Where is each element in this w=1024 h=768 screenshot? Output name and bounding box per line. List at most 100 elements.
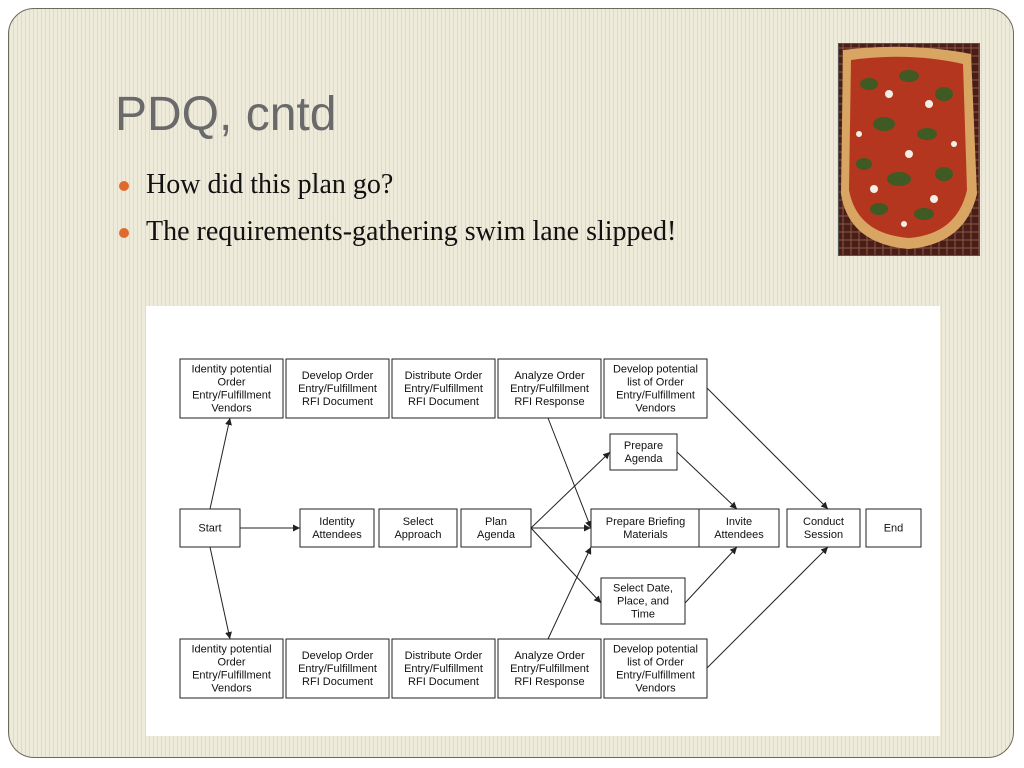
bullet-text: How did this plan go? xyxy=(146,169,394,200)
flow-node-label: Agenda xyxy=(477,529,516,541)
flow-node-label: Plan xyxy=(485,516,507,528)
flow-diagram-svg: Identity potentialOrderEntry/Fulfillment… xyxy=(179,358,922,699)
flow-node-label: Entry/Fulfillment xyxy=(404,383,483,395)
flow-arrow-bot5-conduct xyxy=(706,546,829,669)
flow-node-box xyxy=(590,508,701,548)
flow-node-label: Place, and xyxy=(617,596,669,608)
flow-node-label: Develop potential xyxy=(613,364,698,376)
flow-node-label: Identity potential xyxy=(191,364,271,376)
flow-node-label: Identity potential xyxy=(191,644,271,656)
flow-node-label: Invite xyxy=(726,516,752,528)
flow-node-label: Prepare Briefing xyxy=(606,516,686,528)
flow-node-label: RFI Document xyxy=(302,396,373,408)
flow-node-label: Attendees xyxy=(714,529,764,541)
flow-node-box xyxy=(600,577,686,625)
flow-arrow-plan-agenda xyxy=(530,451,611,529)
flow-arrow-bot4-briefing xyxy=(547,546,592,640)
flow-node-label: RFI Document xyxy=(408,676,479,688)
bullet-text: The requirements-gathering swim lane sli… xyxy=(146,216,677,247)
slide: PDQ, cntd How did this plan go? The requ… xyxy=(8,8,1014,758)
flow-node-label: Develop Order xyxy=(302,370,374,382)
flow-node-label: list of Order xyxy=(627,657,684,669)
flow-node-box xyxy=(603,358,708,419)
flow-arrow-top5-conduct xyxy=(706,387,829,510)
flow-node-label: Distribute Order xyxy=(405,650,483,662)
flow-node-box xyxy=(285,358,390,419)
flow-node-box xyxy=(460,508,532,548)
flow-node-label: Distribute Order xyxy=(405,370,483,382)
bullet-dot-icon xyxy=(119,181,129,191)
flow-node-label: Entry/Fulfillment xyxy=(510,663,589,675)
flow-node-label: Entry/Fulfillment xyxy=(192,390,271,402)
pizza-photo xyxy=(838,43,980,256)
flow-node-label: Order xyxy=(217,377,245,389)
flow-arrow-start-bot1 xyxy=(209,546,232,640)
flow-node-label: list of Order xyxy=(627,377,684,389)
flow-arrow-start-top1 xyxy=(209,417,232,510)
flow-node-label: Develop Order xyxy=(302,650,374,662)
flow-node-box xyxy=(285,638,390,699)
flow-node-label: Entry/Fulfillment xyxy=(510,383,589,395)
flow-node-label: Start xyxy=(198,523,221,535)
flow-node-label: Attendees xyxy=(312,529,362,541)
flow-arrow-plan-date xyxy=(530,527,602,604)
flow-node-box xyxy=(179,638,284,699)
flow-node-top1: Identity potentialOrderEntry/Fulfillment… xyxy=(179,358,284,419)
flow-node-start: Start xyxy=(179,508,241,548)
flow-node-label: Select xyxy=(403,516,434,528)
flow-node-label: Vendors xyxy=(635,403,676,415)
flow-node-label: Vendors xyxy=(635,683,676,695)
flow-arrow-date-invite xyxy=(684,546,738,604)
flow-node-label: Analyze Order xyxy=(514,650,585,662)
slide-title: PDQ, cntd xyxy=(115,88,337,141)
bullet-dot-icon xyxy=(119,228,129,238)
flow-node-label: Agenda xyxy=(625,453,664,465)
flow-node-label: Order xyxy=(217,657,245,669)
flow-node-label: Prepare xyxy=(624,440,663,452)
flow-node-label: RFI Response xyxy=(514,676,584,688)
flow-node-end: End xyxy=(865,508,922,548)
flow-node-label: Time xyxy=(631,609,655,621)
flow-node-box xyxy=(378,508,458,548)
flow-node-box xyxy=(603,638,708,699)
flow-node-box xyxy=(698,508,780,548)
flow-node-label: RFI Response xyxy=(514,396,584,408)
bullet-list: How did this plan go? The requirements-g… xyxy=(119,169,676,263)
flow-node-box xyxy=(179,508,241,548)
flow-node-bot1: Identity potentialOrderEntry/Fulfillment… xyxy=(179,638,284,699)
flow-node-box xyxy=(391,638,496,699)
flow-node-box xyxy=(609,433,678,471)
flow-node-label: Entry/Fulfillment xyxy=(298,663,377,675)
bullet-item: How did this plan go? xyxy=(119,169,676,201)
flow-node-label: Vendors xyxy=(211,403,252,415)
flow-node-label: Materials xyxy=(623,529,668,541)
flow-node-label: Entry/Fulfillment xyxy=(616,390,695,402)
flow-node-label: Select Date, xyxy=(613,583,673,595)
flow-node-label: Conduct xyxy=(803,516,844,528)
flow-node-label: Analyze Order xyxy=(514,370,585,382)
flow-node-label: Entry/Fulfillment xyxy=(192,670,271,682)
pizza-photo-icon xyxy=(839,44,979,255)
flow-node-label: Entry/Fulfillment xyxy=(616,670,695,682)
flow-node-box xyxy=(391,358,496,419)
flow-node-label: Session xyxy=(804,529,843,541)
flow-node-label: Vendors xyxy=(211,683,252,695)
flow-node-box xyxy=(786,508,861,548)
flow-arrow-agenda-invite xyxy=(676,451,738,510)
